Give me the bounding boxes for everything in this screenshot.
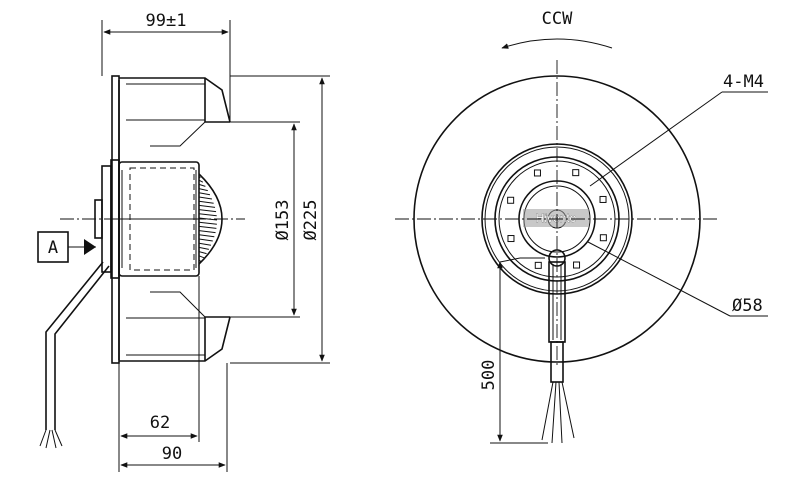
dim-153-label: Ø153 <box>273 200 293 241</box>
front-view: Hivento CCW 4-M4 Ø58 500 <box>395 9 768 444</box>
rotor-fin <box>198 246 209 250</box>
dim-99-label: 99±1 <box>146 11 187 31</box>
rotor-fin <box>198 259 202 263</box>
impeller-bottom-shroud <box>119 316 231 362</box>
impeller-top-shroud <box>119 77 231 123</box>
rotor-fin <box>198 209 217 213</box>
rotor-fin <box>198 234 215 238</box>
rotor-fin <box>198 204 216 208</box>
rotor-fin <box>198 225 217 229</box>
rotor-fin <box>198 242 212 246</box>
screw-hole <box>533 169 541 177</box>
rotor-fin <box>198 175 201 179</box>
m4-leader <box>589 91 723 187</box>
blade-edge-bottom <box>150 291 206 318</box>
logo-badge <box>523 209 589 227</box>
rotor-fin <box>198 179 204 183</box>
screw-hole <box>507 235 515 243</box>
rotor-fin <box>198 188 208 192</box>
hub-leader <box>587 241 731 317</box>
dim-500-label: 500 <box>479 360 499 391</box>
dim-90-label: 90 <box>162 444 182 464</box>
blade-edge-top <box>150 121 206 147</box>
cable-jacket <box>550 341 564 383</box>
dim-62-label: 62 <box>150 413 170 433</box>
rotor-fin <box>198 196 213 200</box>
cable-ends <box>39 429 63 449</box>
rotor-fin <box>198 221 217 225</box>
rotor-fin <box>198 213 217 217</box>
rotor-fin <box>198 217 218 221</box>
side-view: A 99±1 Ø153 Ø225 62 90 <box>37 11 330 472</box>
screw-hole <box>507 196 515 204</box>
rotor-fin <box>198 238 213 242</box>
cable <box>45 261 104 430</box>
screw-hole <box>572 169 580 177</box>
screw-hole <box>573 261 581 269</box>
screw-holes <box>507 169 607 269</box>
dim-500-join <box>499 257 521 263</box>
grommet <box>548 249 566 267</box>
rotor-fin <box>198 255 205 259</box>
dim-225-label: Ø225 <box>301 200 321 241</box>
rotor-fin <box>198 251 207 255</box>
cable-2 <box>54 265 110 430</box>
rotor-fins <box>198 175 218 267</box>
ccw-arrow <box>501 38 613 49</box>
rotor-fin <box>198 183 206 187</box>
brand-logo: Hivento <box>536 211 577 225</box>
m4-label: 4-M4 <box>723 72 764 92</box>
rotor-fin <box>198 230 216 234</box>
screw-hole <box>599 195 607 203</box>
ccw-label: CCW <box>542 9 573 29</box>
view-marker-label: A <box>48 238 58 258</box>
impeller-frame <box>111 75 120 364</box>
cable-wires <box>541 381 575 444</box>
screw-hole <box>534 261 542 269</box>
view-marker-arrow <box>84 239 96 255</box>
rotor-fin <box>198 200 214 204</box>
hub-label: Ø58 <box>732 296 763 316</box>
rotor-fin <box>198 192 211 196</box>
screw-hole <box>599 234 607 242</box>
